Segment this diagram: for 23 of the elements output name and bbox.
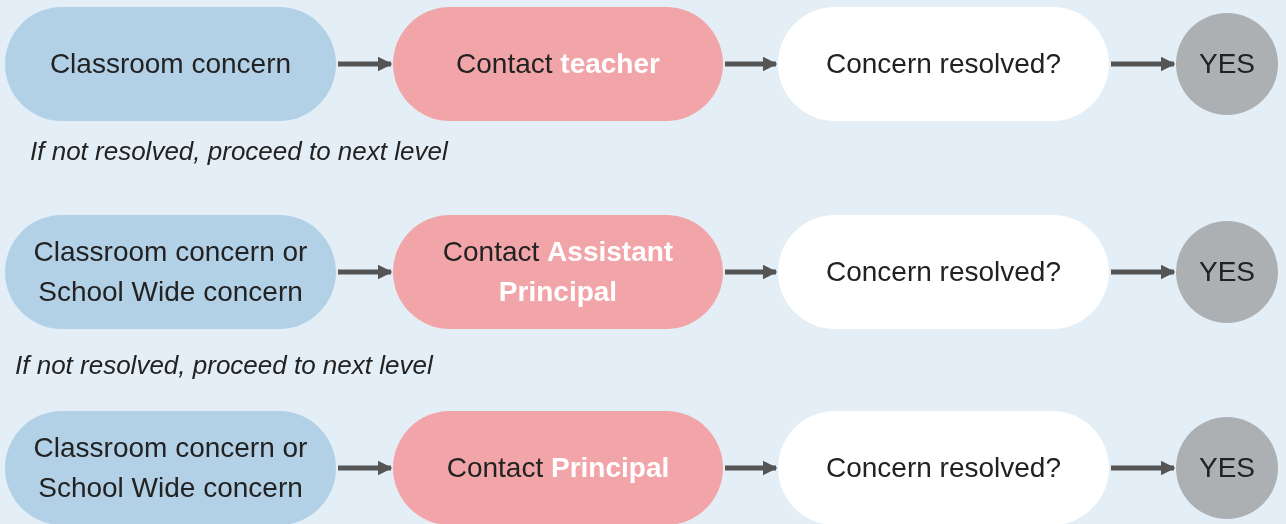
node-text: Concern resolved? [826,47,1061,81]
node-text: YES [1199,451,1255,485]
note-text: If not resolved, proceed to next level [30,136,448,167]
node-text: YES [1199,47,1255,81]
node-text: Contact Principal [446,451,670,485]
node-text: Concern resolved? [826,255,1061,289]
node-text: Concern resolved? [826,451,1061,485]
arrow [725,264,778,280]
node-text: Classroom concern or School Wide concern [32,431,309,505]
arrow [1111,460,1176,476]
note-text: If not resolved, proceed to next level [15,350,433,381]
arrow [338,460,393,476]
node-text: Contact Assistant Principal [441,235,675,309]
node-text: YES [1199,255,1255,289]
arrow [1111,264,1176,280]
node-text: Classroom concern or School Wide concern [32,235,309,309]
node-text: Contact teacher [456,47,660,81]
arrow [725,460,778,476]
node-text: Classroom concern [49,47,292,81]
arrow [725,56,778,72]
arrow [1111,56,1176,72]
arrow [338,264,393,280]
arrow [338,56,393,72]
